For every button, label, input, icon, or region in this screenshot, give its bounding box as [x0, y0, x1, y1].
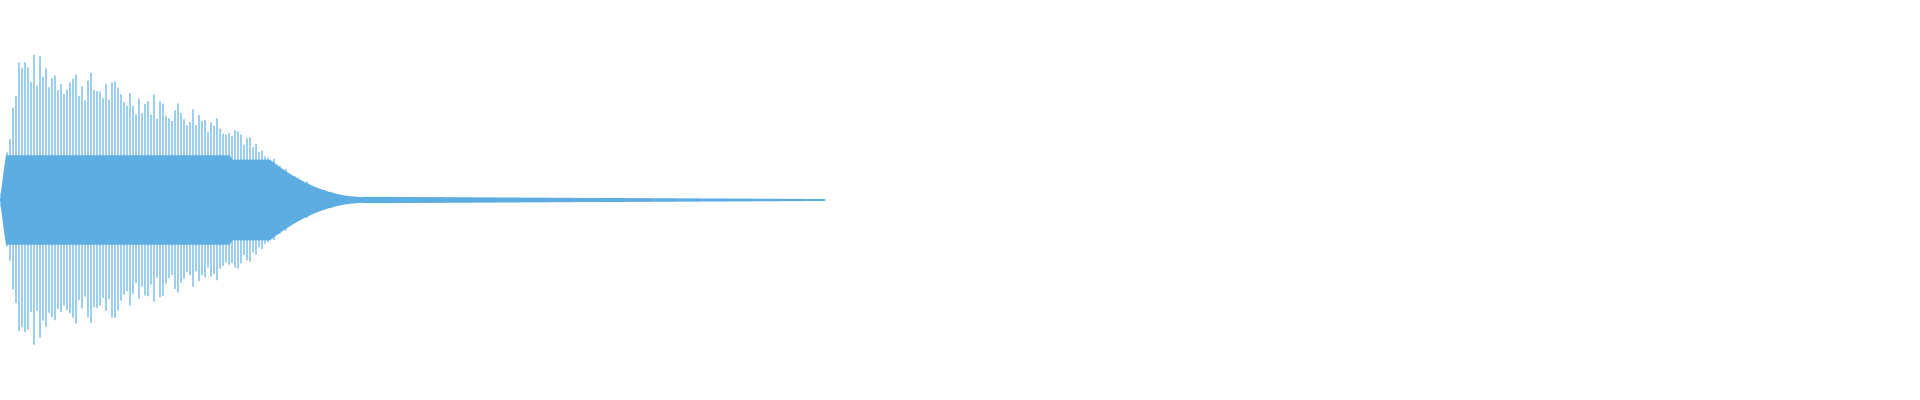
waveform-spikes: [0, 55, 824, 345]
